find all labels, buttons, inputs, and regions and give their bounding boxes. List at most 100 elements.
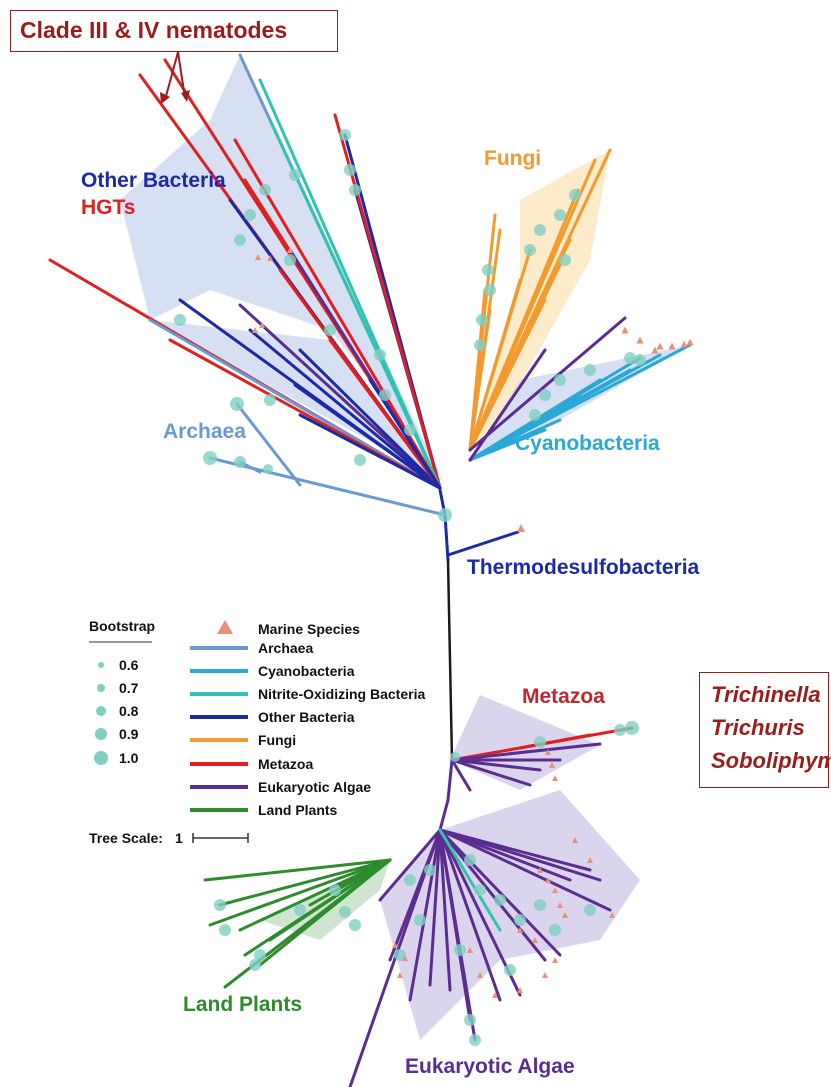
- bootstrap-node: [339, 129, 351, 141]
- bootstrap-node: [484, 284, 496, 296]
- land-plant-branch: [338, 858, 392, 887]
- marine-species-marker: [259, 322, 265, 328]
- callout-arrowhead: [181, 90, 190, 102]
- marine-species-marker: [287, 247, 293, 253]
- bootstrap-node: [464, 854, 476, 866]
- algae-branch: [438, 828, 547, 962]
- tree-branches: [48, 53, 692, 1087]
- algae-branch: [438, 828, 562, 957]
- bootstrap-node: [514, 914, 526, 926]
- legend-marine-triangle: [217, 620, 233, 634]
- bootstrap-node: [259, 184, 271, 196]
- marine-species-marker: [537, 867, 543, 873]
- marine-species-marker: [636, 336, 644, 344]
- fungi-branch: [468, 188, 580, 452]
- bootstrap-node: [249, 959, 261, 971]
- land-plant-branch: [268, 858, 392, 942]
- marine-species-marker: [621, 326, 629, 334]
- algae-in-fungi-branch: [468, 316, 627, 452]
- legend-bootstrap-circle: [94, 751, 108, 765]
- bootstrap-node: [289, 169, 301, 181]
- bootstrap-node: [569, 189, 581, 201]
- bootstrap-node: [469, 1034, 481, 1046]
- algae-in-cyanobacteria-branch: [468, 348, 547, 462]
- bootstrap-node: [404, 874, 416, 886]
- algae-branch: [438, 828, 572, 882]
- backbone-branch: [443, 513, 450, 562]
- algae-branch: [438, 828, 452, 992]
- land-plant-branch: [208, 858, 392, 927]
- callout-species-soboliphyme: Soboliphyme: [711, 748, 831, 773]
- bootstrap-node: [504, 964, 516, 976]
- label-cyanobacteria: Cyanobacteria: [515, 432, 660, 455]
- other-bacteria-branch: [298, 348, 442, 490]
- label-metazoa: Metazoa: [522, 685, 605, 708]
- marine-species-marker: [668, 342, 676, 350]
- marine-species-marker: [467, 947, 473, 953]
- land-plant-branch: [218, 858, 392, 907]
- legend-bootstrap-circle: [97, 684, 105, 692]
- bootstrap-node: [349, 184, 361, 196]
- legend-bootstrap-circle: [98, 662, 104, 668]
- callout-arrow: [177, 51, 186, 99]
- marine-species-markers: [252, 247, 694, 998]
- legend-category-label: Archaea: [258, 640, 314, 656]
- marine-species-marker: [477, 972, 483, 978]
- legend-bootstrap-circle: [96, 706, 106, 716]
- bootstrap-node: [374, 349, 386, 361]
- bootstrap-node: [539, 389, 551, 401]
- bootstrap-node: [554, 209, 566, 221]
- cyanobacteria-branch: [468, 393, 582, 462]
- legend-category-label: Other Bacteria: [258, 709, 355, 725]
- backbone-branch: [446, 758, 454, 802]
- algae-branch: [450, 758, 542, 772]
- bootstrap-node: [214, 899, 226, 911]
- bootstrap-node: [438, 508, 452, 522]
- bootstrap-node: [450, 752, 460, 762]
- bootstrap-node: [614, 724, 626, 736]
- marine-species-marker: [656, 342, 664, 350]
- bootstrap-node: [379, 389, 391, 401]
- bootstrap-node: [244, 209, 256, 221]
- legend-bootstrap-value: 0.9: [119, 726, 139, 742]
- marine-species-marker: [252, 327, 258, 333]
- other-bacteria-branch: [248, 328, 442, 490]
- backbone-branch: [446, 558, 454, 762]
- algae-branch: [438, 828, 612, 912]
- marine-species-marker: [397, 972, 403, 978]
- archaea-branch: [235, 402, 302, 487]
- bootstrap-node: [394, 949, 406, 961]
- marine-species-marker: [609, 912, 615, 918]
- bootstrap-node: [264, 394, 276, 406]
- marine-species-marker: [392, 942, 398, 948]
- marine-species-marker: [552, 775, 558, 781]
- legend-bootstrap-value: 0.6: [119, 657, 139, 673]
- algae-branch: [438, 828, 592, 872]
- marine-species-marker: [517, 987, 523, 993]
- algae-branch: [450, 758, 472, 792]
- bootstrap-node: [414, 914, 426, 926]
- bootstrap-node: [474, 884, 486, 896]
- legend-bootstrap-value: 0.8: [119, 703, 139, 719]
- marine-species-marker: [532, 937, 538, 943]
- bootstrap-node: [474, 339, 486, 351]
- bootstrap-node: [424, 864, 436, 876]
- legend-bootstrap-value: 1.0: [119, 750, 139, 766]
- bootstrap-node: [219, 924, 231, 936]
- marine-species-marker: [552, 957, 558, 963]
- marine-species-marker: [686, 338, 694, 346]
- species-callout-box: [699, 672, 829, 788]
- algae-branch: [428, 828, 442, 987]
- algae-branch: [450, 742, 602, 762]
- marine-species-marker: [492, 992, 498, 998]
- callout-arrow: [164, 51, 179, 101]
- marine-species-marker: [651, 346, 659, 354]
- bootstrap-node: [329, 884, 341, 896]
- bootstrap-node: [454, 944, 466, 956]
- marine-species-marker: [402, 955, 408, 961]
- algae-branch: [378, 828, 442, 902]
- callout-species-trichuris: Trichuris: [711, 715, 805, 740]
- bootstrap-node: [234, 234, 246, 246]
- bootstrap-node: [625, 721, 639, 735]
